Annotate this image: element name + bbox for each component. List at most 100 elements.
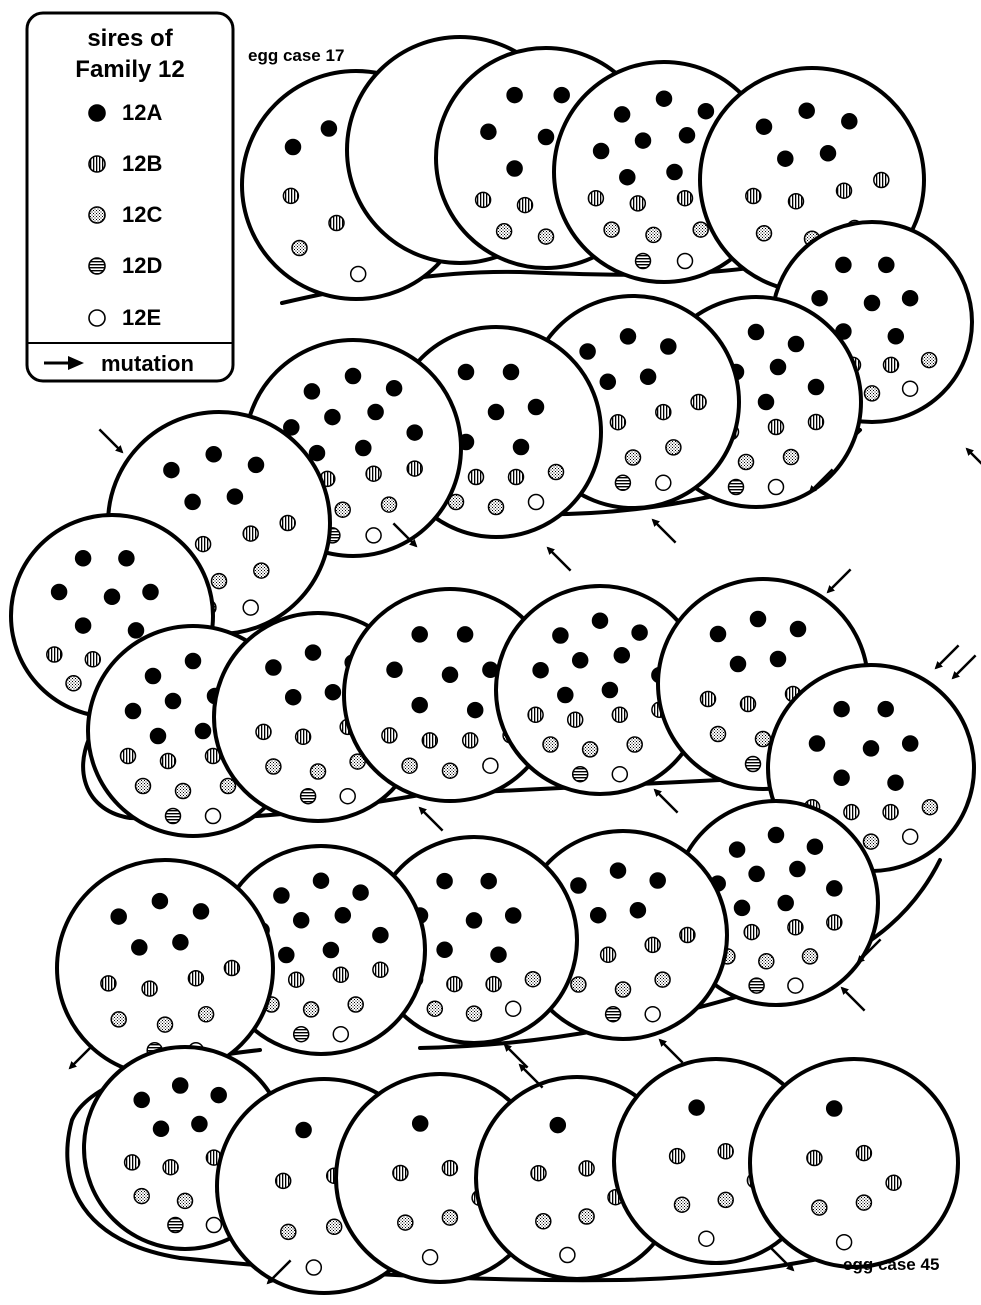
sire-c-dot [646,227,661,242]
sire-a-dot [166,694,181,709]
sire-c-dot [467,1006,482,1021]
sire-a-dot [827,881,842,896]
sire-b-dot [283,188,298,203]
sire-a-dot [698,104,713,119]
sire-a-dot [550,1118,565,1133]
sire-c-dot [784,450,799,465]
sire-a-dot [412,627,427,642]
sire-c-dot [922,353,937,368]
legend: sires of Family 12 12A 12B 12C 12D 12E m… [27,13,233,381]
sire-a-dot [151,729,166,744]
sire-d-dot [168,1218,183,1233]
sire-a-dot [286,690,301,705]
sire-e-dot [340,789,355,804]
sire-12C-dot-icon [89,207,105,223]
sire-b-dot [568,712,583,727]
sire-a-dot [594,144,609,159]
sire-a-dot [173,1078,188,1093]
sire-a-dot [76,618,91,633]
sire-b-dot [142,981,157,996]
sire-b-dot [422,733,437,748]
sire-a-dot [458,627,473,642]
sire-a-dot [621,329,636,344]
mutation-arrow-icon [828,569,851,592]
sire-a-dot [757,119,772,134]
sire-a-dot [667,165,682,180]
sire-c-dot [739,455,754,470]
sire-e-dot [306,1260,321,1275]
sire-a-dot [192,1117,207,1132]
sire-a-dot [467,913,482,928]
sire-d-dot [746,757,761,772]
sire-d-dot [636,254,651,269]
sire-b-dot [407,461,422,476]
sire-a-dot [789,337,804,352]
sire-b-dot [645,937,660,952]
sire-b-dot [837,183,852,198]
sire-c-dot [571,977,586,992]
sire-a-dot [412,698,427,713]
sire-b-dot [382,728,397,743]
sire-e-dot [206,809,221,824]
sire-a-dot [657,91,672,106]
mutation-arrow-icon [99,429,122,452]
sire-a-dot [132,940,147,955]
sire-b-dot [469,470,484,485]
sire-a-dot [680,128,695,143]
sire-a-dot [119,551,134,566]
sire-e-dot [903,381,918,396]
sire-c-dot [176,784,191,799]
sire-a-dot [620,170,635,185]
sire-c-dot [292,241,307,256]
sire-a-dot [539,130,554,145]
sire-c-dot [579,1209,594,1224]
sire-b-dot [463,733,478,748]
sire-d-dot [729,480,744,495]
sire-b-dot [528,707,543,722]
sire-a-dot [335,908,350,923]
sire-b-dot [85,652,100,667]
sire-a-dot [615,107,630,122]
sire-e-dot [769,480,784,495]
sire-c-dot [675,1197,690,1212]
sire-a-dot [571,878,586,893]
sire-a-dot [407,425,422,440]
sire-e-dot [678,254,693,269]
sire-a-dot [321,121,336,136]
sire-a-dot [76,551,91,566]
sire-a-dot [506,908,521,923]
sire-a-dot [836,257,851,272]
sire-e-dot [206,1218,221,1233]
egg-case [750,1059,958,1267]
sire-a-dot [152,894,167,909]
sire-b-dot [656,405,671,420]
sire-b-dot [373,962,388,977]
sire-e-dot [788,978,803,993]
sire-a-dot [731,657,746,672]
sire-c-dot [539,229,554,244]
sire-e-dot [645,1007,660,1022]
sire-a-dot [194,904,209,919]
sire-a-dot [791,622,806,637]
sire-b-dot [874,173,889,188]
sire-c-dot [489,500,504,515]
sire-a-dot [778,151,793,166]
sire-c-dot [865,386,880,401]
sire-c-dot [382,497,397,512]
start-egg-case-label: egg case 17 [248,46,344,65]
sire-a-dot [173,935,188,950]
sire-b-dot [224,961,239,976]
sire-a-dot [751,612,766,627]
sire-a-dot [864,741,879,756]
sire-a-dot [735,900,750,915]
sire-a-dot [888,329,903,344]
sire-a-dot [769,828,784,843]
sire-a-dot [778,896,793,911]
sire-a-dot [387,662,402,677]
sire-a-dot [878,702,893,717]
sire-a-dot [759,395,774,410]
sire-a-dot [807,839,822,854]
sire-b-dot [883,805,898,820]
sire-b-dot [588,191,603,206]
sire-d-dot [294,1027,309,1042]
